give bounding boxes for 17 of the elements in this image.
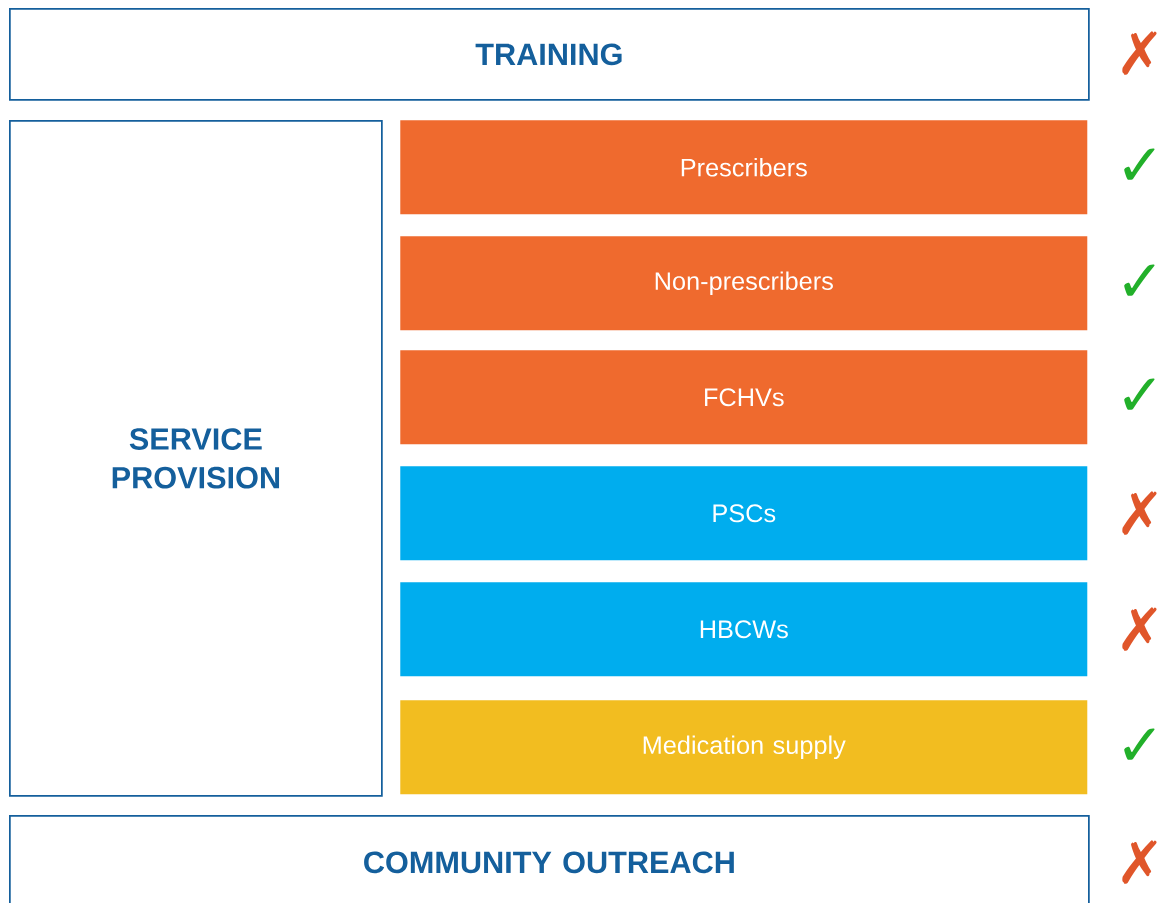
bar-box: Non-prescribers <box>400 236 1088 331</box>
bar-box: Medication supply <box>400 700 1088 795</box>
outline-box: COMMUNITY OUTREACH <box>9 815 1090 903</box>
status-mark: ✗ <box>1122 840 1157 884</box>
status-mark: ✓ <box>1124 728 1155 760</box>
status-mark: ✓ <box>1124 148 1155 180</box>
bar-box: PSCs <box>400 466 1088 561</box>
bar-box: FCHVs <box>400 350 1088 445</box>
status-mark: ✓ <box>1124 264 1155 296</box>
status-mark: ✗ <box>1122 31 1157 75</box>
outline-box: SERVICE PROVISION <box>9 120 383 797</box>
bar-box: HBCWs <box>400 582 1088 677</box>
bar-box: Prescribers <box>400 120 1088 215</box>
outline-box: TRAINING <box>9 8 1090 101</box>
status-mark: ✗ <box>1122 491 1157 535</box>
status-mark: ✗ <box>1122 607 1157 651</box>
status-mark: ✓ <box>1124 378 1155 410</box>
